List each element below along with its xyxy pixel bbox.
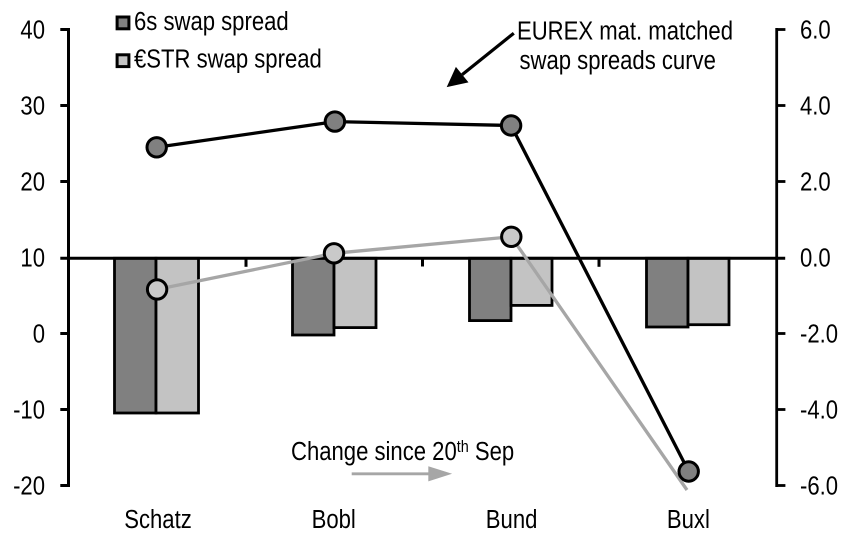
svg-text:Change since 20th Sep: Change since 20th Sep xyxy=(291,437,514,466)
svg-text:0.0: 0.0 xyxy=(800,244,831,273)
svg-text:-10: -10 xyxy=(13,396,45,425)
svg-text:-6.0: -6.0 xyxy=(800,472,838,501)
svg-text:-20: -20 xyxy=(13,472,45,501)
svg-text:Bobl: Bobl xyxy=(312,505,356,534)
svg-text:Schatz: Schatz xyxy=(124,505,192,534)
svg-text:4.0: 4.0 xyxy=(800,92,831,121)
svg-text:-2.0: -2.0 xyxy=(800,320,838,349)
svg-text:Buxl: Buxl xyxy=(667,505,710,534)
svg-text:6.0: 6.0 xyxy=(800,16,831,45)
svg-text:40: 40 xyxy=(20,16,45,45)
svg-text:-4.0: -4.0 xyxy=(800,396,838,425)
svg-text:30: 30 xyxy=(20,92,45,121)
svg-text:swap spreads curve: swap spreads curve xyxy=(520,46,716,75)
svg-text:Bund: Bund xyxy=(486,505,538,534)
svg-text:2.0: 2.0 xyxy=(800,168,831,197)
svg-text:EUREX mat. matched: EUREX mat. matched xyxy=(517,17,733,46)
svg-text:€STR swap spread: €STR swap spread xyxy=(134,45,322,74)
svg-text:6s swap spread: 6s swap spread xyxy=(134,7,289,36)
svg-text:20: 20 xyxy=(20,168,45,197)
svg-text:0: 0 xyxy=(33,320,45,349)
svg-text:10: 10 xyxy=(20,244,45,273)
